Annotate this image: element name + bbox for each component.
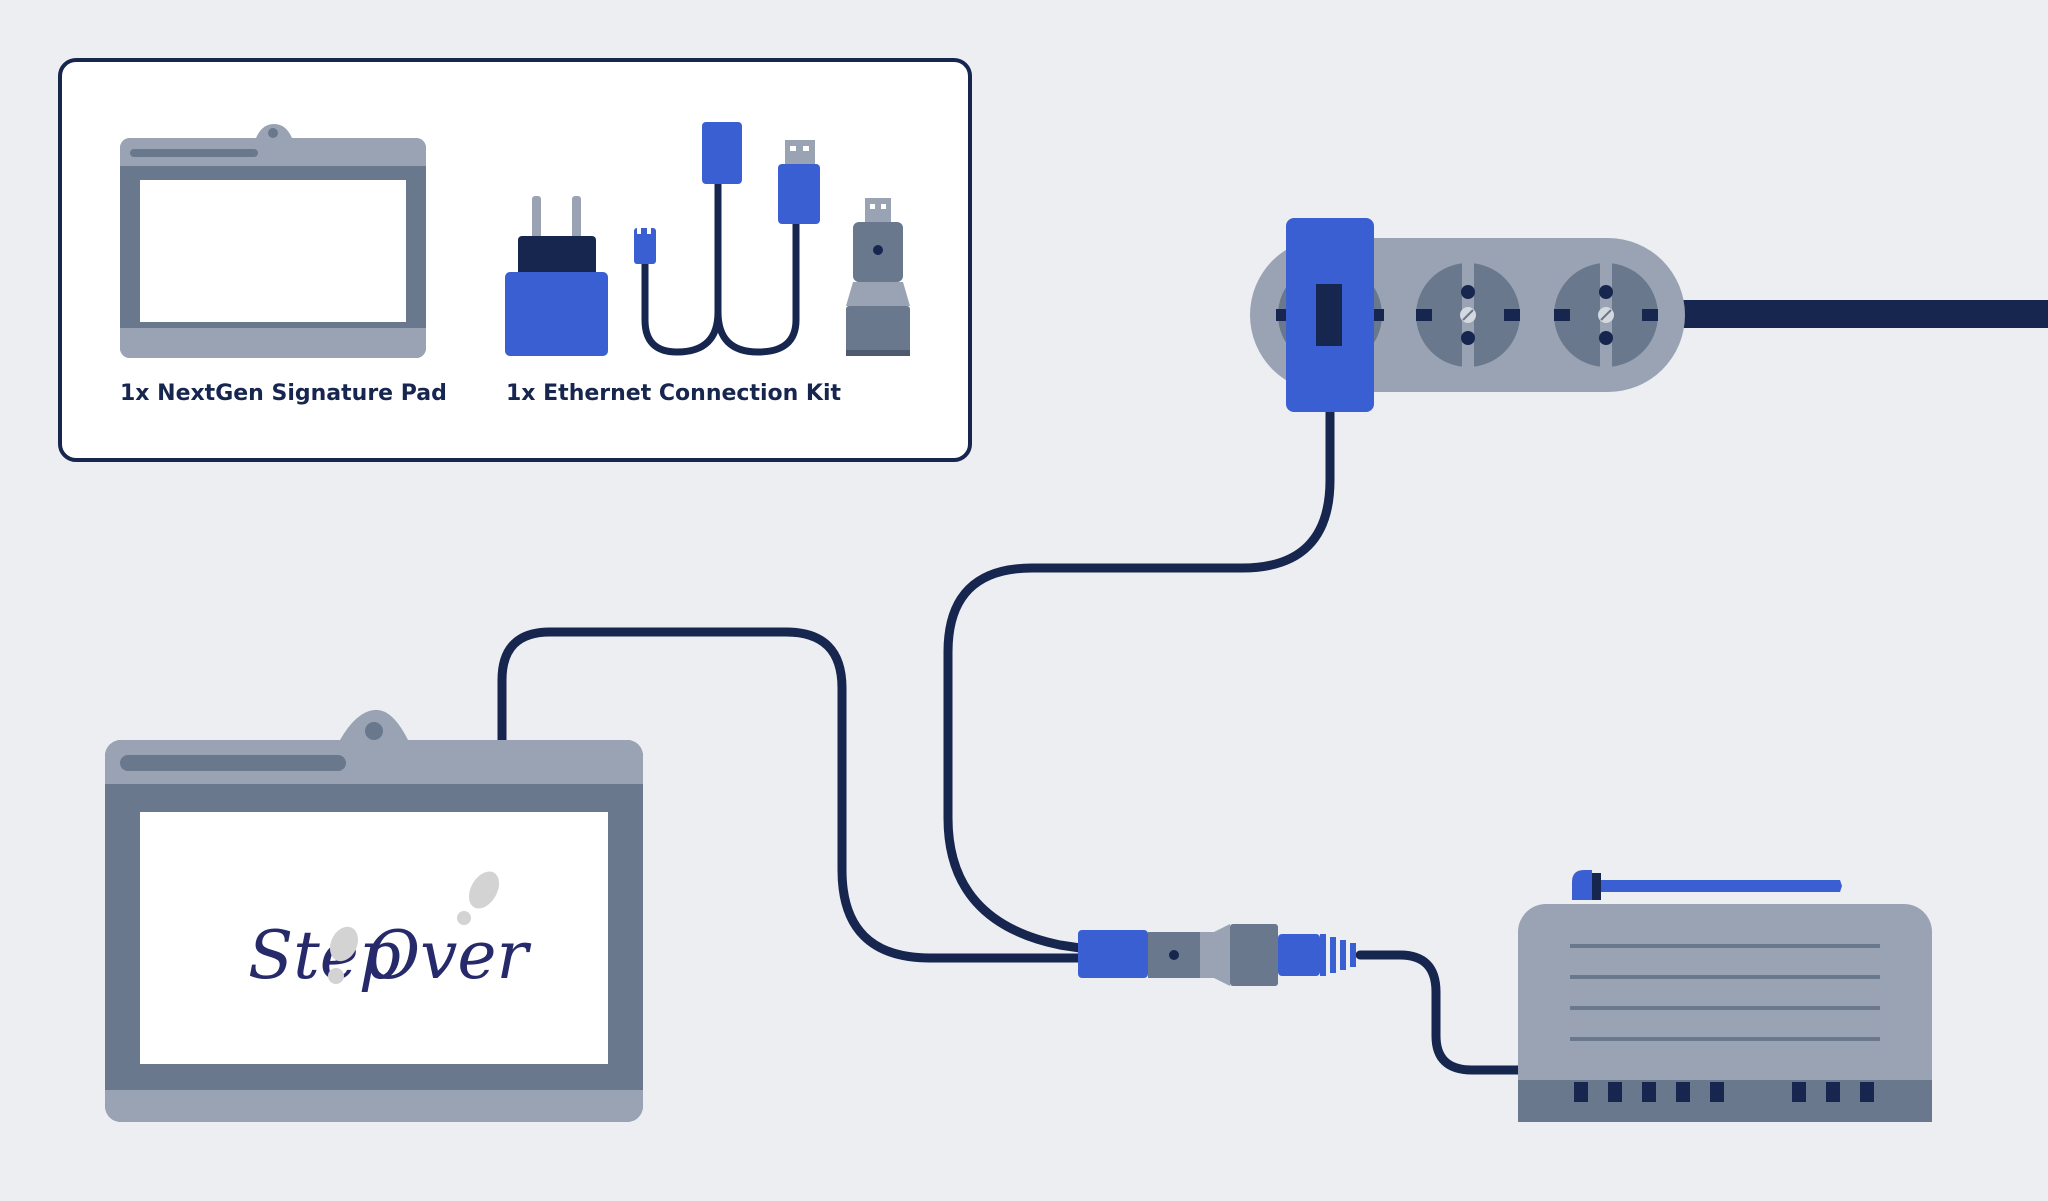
power-cable	[943, 340, 1335, 953]
router-ports	[1574, 1082, 1874, 1102]
logo-text-over: Over	[366, 917, 531, 994]
logo-text-step: Step	[248, 917, 401, 994]
ethernet-adapter-connector	[1078, 924, 1356, 986]
power-socket	[1554, 263, 1658, 367]
power-adapter-icon	[505, 196, 608, 356]
usb-ethernet-adapter-icon	[846, 198, 910, 356]
kit-contents-box: 1x NextGen Signature Pad	[58, 58, 972, 462]
power-socket	[1416, 263, 1520, 367]
power-adapter-plugged	[1286, 218, 1374, 412]
logo-footprint-icon	[328, 871, 500, 984]
cables	[497, 340, 1525, 1075]
stepover-logo: Step Over	[248, 871, 531, 994]
usb-y-cable-icon	[634, 122, 820, 356]
ethernet-cable	[1355, 950, 1525, 1075]
signature-pad-icon	[120, 124, 426, 358]
pad-screen	[140, 812, 608, 1064]
kit-item-label-ethernet: 1x Ethernet Connection Kit	[506, 381, 842, 406]
mains-cable	[1680, 300, 2048, 328]
power-strip-icon	[1250, 218, 1685, 412]
router-icon	[1518, 870, 1932, 1122]
signature-pad-device: Step Over	[105, 709, 643, 1122]
kit-item-label-pad: 1x NextGen Signature Pad	[120, 381, 447, 406]
pad-usb-cable	[497, 627, 1085, 963]
